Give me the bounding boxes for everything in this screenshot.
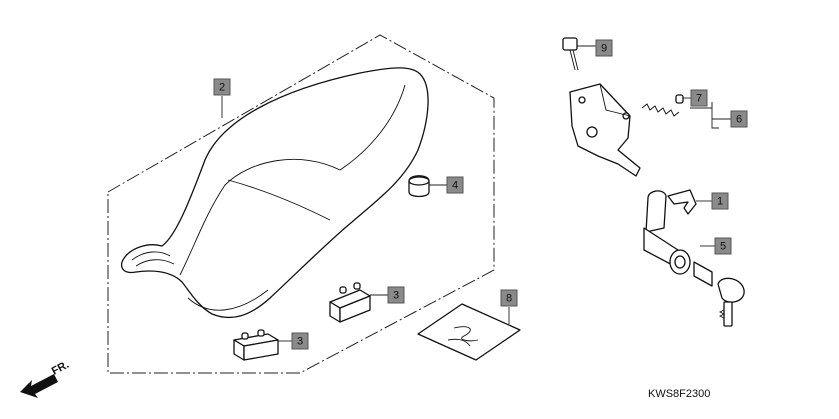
front-direction-arrow: FR. bbox=[20, 359, 71, 398]
callout-number: 2 bbox=[219, 82, 225, 94]
front-direction-label: FR. bbox=[50, 359, 71, 378]
callout-number: 3 bbox=[297, 336, 303, 348]
callout-box bbox=[730, 110, 748, 128]
callout-number: 9 bbox=[601, 43, 607, 55]
callout-part-1: 1 bbox=[711, 192, 729, 210]
callout-part-9: 9 bbox=[595, 39, 613, 57]
callout-part-3: 3 bbox=[291, 332, 309, 350]
callout-box bbox=[714, 237, 732, 255]
callout-part-5: 5 bbox=[714, 237, 732, 255]
callout-labels: 2 4 3 3 8 9 7 6 1 5 bbox=[213, 39, 748, 350]
callout-box bbox=[291, 332, 309, 350]
rubber-block-lower-illustration bbox=[233, 329, 279, 361]
seat-lock-bracket-illustration bbox=[569, 83, 641, 177]
callout-part-4: 4 bbox=[446, 176, 464, 194]
callout-number: 5 bbox=[720, 241, 726, 253]
callout-number: 7 bbox=[696, 93, 702, 105]
key-cylinder-illustration bbox=[643, 190, 745, 327]
callout-number: 3 bbox=[393, 290, 399, 302]
seat-illustration bbox=[120, 67, 429, 319]
callout-part-7: 7 bbox=[690, 89, 708, 107]
callout-box bbox=[595, 39, 613, 57]
diagram-code: KWS8F2300 bbox=[648, 388, 710, 400]
callout-box bbox=[690, 89, 708, 107]
callout-box bbox=[500, 289, 518, 307]
callout-number: 6 bbox=[736, 114, 742, 126]
callout-box bbox=[446, 176, 464, 194]
callout-part-3: 3 bbox=[387, 286, 405, 304]
callout-box bbox=[711, 192, 729, 210]
callout-number: 1 bbox=[717, 196, 723, 208]
rubber-block-upper-illustration bbox=[329, 282, 371, 323]
bolt-illustration bbox=[562, 37, 579, 71]
clip-illustration bbox=[667, 189, 697, 215]
spring-illustration bbox=[641, 94, 684, 117]
document-bag-illustration bbox=[417, 303, 521, 361]
callout-number: 8 bbox=[506, 293, 512, 305]
callout-box bbox=[387, 286, 405, 304]
callout-part-8: 8 bbox=[500, 289, 518, 307]
callout-box bbox=[213, 78, 231, 96]
assembly-boundary bbox=[107, 34, 495, 374]
callout-part-2: 2 bbox=[213, 78, 231, 96]
cushion-illustration bbox=[408, 175, 430, 198]
callout-part-6: 6 bbox=[730, 110, 748, 128]
callout-number: 4 bbox=[452, 180, 458, 192]
